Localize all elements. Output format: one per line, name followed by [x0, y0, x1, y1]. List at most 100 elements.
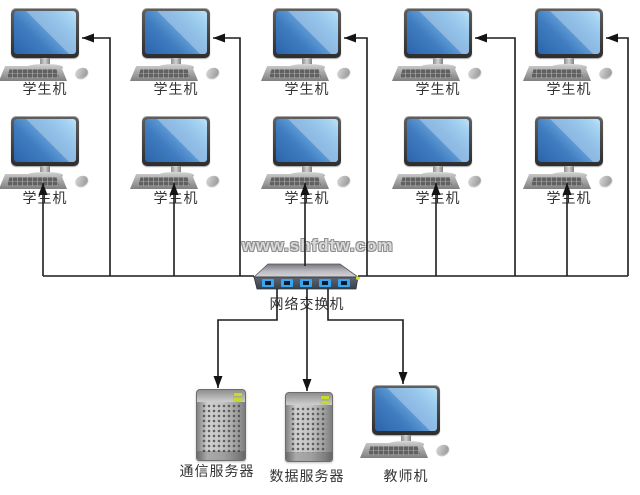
server-foot [286, 452, 332, 461]
monitor-screen [375, 388, 437, 431]
keyboard-icon [392, 174, 460, 189]
keyboard-keys [269, 177, 321, 186]
data-server-label: 数据服务器 [269, 468, 345, 484]
monitor-stand [401, 435, 411, 442]
keyboard-keys [400, 69, 452, 78]
monitor-icon [142, 8, 210, 58]
student-machine-r2c3 [261, 116, 353, 190]
network-switch-label: 网络交换机 [269, 296, 345, 312]
teacher-machine [360, 385, 452, 459]
mouse-icon [466, 173, 483, 189]
monitor-icon [535, 8, 603, 58]
monitor-icon [273, 8, 341, 58]
student-machine-r1c1 [0, 8, 91, 82]
student-machine-label: 学生机 [22, 81, 68, 97]
monitor-screen [145, 119, 207, 162]
server-led-lights [234, 393, 242, 401]
server-top [197, 390, 245, 402]
keyboard-icon [130, 174, 198, 189]
monitor-icon [404, 8, 472, 58]
student-machine-r1c5 [523, 8, 615, 82]
keyboard-keys [531, 177, 583, 186]
monitor-screen [14, 119, 76, 162]
student-machine-r2c1 [0, 116, 91, 190]
keyboard-icon [130, 66, 198, 81]
switch-led [356, 276, 360, 280]
student-machine-label: 学生机 [546, 190, 592, 206]
keyboard-icon [523, 66, 591, 81]
switch-graphic [252, 263, 360, 290]
monitor-stand [171, 166, 181, 173]
keyboard-icon [392, 66, 460, 81]
monitor-stand [302, 166, 312, 173]
switch-ports [262, 279, 350, 287]
student-machine-label: 学生机 [415, 81, 461, 97]
server-led-lights [321, 396, 329, 404]
monitor-stand [564, 166, 574, 173]
monitor-screen [276, 119, 338, 162]
monitor-icon [404, 116, 472, 166]
mouse-icon [597, 173, 614, 189]
keyboard-keys [7, 69, 59, 78]
keyboard-icon [261, 174, 329, 189]
monitor-screen [276, 11, 338, 54]
student-machine-r1c4 [392, 8, 484, 82]
student-machine-r2c4 [392, 116, 484, 190]
data-server-icon [285, 392, 333, 462]
monitor-icon [535, 116, 603, 166]
student-machine-r1c2 [130, 8, 222, 82]
student-machine-r2c2 [130, 116, 222, 190]
monitor-stand [302, 58, 312, 65]
watermark-text: www.shfdtw.com [242, 236, 394, 255]
keyboard-keys [269, 69, 321, 78]
keyboard-icon [0, 66, 67, 81]
switch-top-face [252, 263, 360, 278]
keyboard-keys [531, 69, 583, 78]
monitor-stand [433, 58, 443, 65]
student-machine-label: 学生机 [22, 190, 68, 206]
monitor-icon [11, 8, 79, 58]
mouse-icon [335, 65, 352, 81]
student-machine-label: 学生机 [153, 81, 199, 97]
network-switch-icon [248, 261, 364, 293]
monitor-screen [538, 11, 600, 54]
monitor-stand [564, 58, 574, 65]
student-machine-label: 学生机 [284, 190, 330, 206]
mouse-icon [434, 442, 451, 458]
monitor-stand [171, 58, 181, 65]
mouse-icon [73, 65, 90, 81]
monitor-screen [145, 11, 207, 54]
keyboard-icon [0, 174, 67, 189]
student-machine-label: 学生机 [546, 81, 592, 97]
monitor-screen [407, 11, 469, 54]
mouse-icon [73, 173, 90, 189]
monitor-stand [433, 166, 443, 173]
monitor-icon [142, 116, 210, 166]
communication-server-label: 通信服务器 [179, 463, 255, 479]
keyboard-icon [360, 443, 428, 458]
teacher-machine-label: 教师机 [383, 468, 429, 484]
communication-server-icon [196, 389, 246, 461]
keyboard-keys [7, 177, 59, 186]
mouse-icon [335, 173, 352, 189]
keyboard-keys [138, 69, 190, 78]
mouse-icon [597, 65, 614, 81]
monitor-stand [40, 166, 50, 173]
keyboard-keys [138, 177, 190, 186]
server-top [286, 393, 332, 405]
monitor-screen [14, 11, 76, 54]
mouse-icon [204, 173, 221, 189]
monitor-stand [40, 58, 50, 65]
student-machine-r2c5 [523, 116, 615, 190]
student-machine-r1c3 [261, 8, 353, 82]
monitor-icon [11, 116, 79, 166]
keyboard-keys [400, 177, 452, 186]
mouse-icon [466, 65, 483, 81]
monitor-icon [273, 116, 341, 166]
monitor-icon [372, 385, 440, 435]
keyboard-keys [368, 446, 420, 455]
keyboard-icon [261, 66, 329, 81]
mouse-icon [204, 65, 221, 81]
monitor-screen [538, 119, 600, 162]
